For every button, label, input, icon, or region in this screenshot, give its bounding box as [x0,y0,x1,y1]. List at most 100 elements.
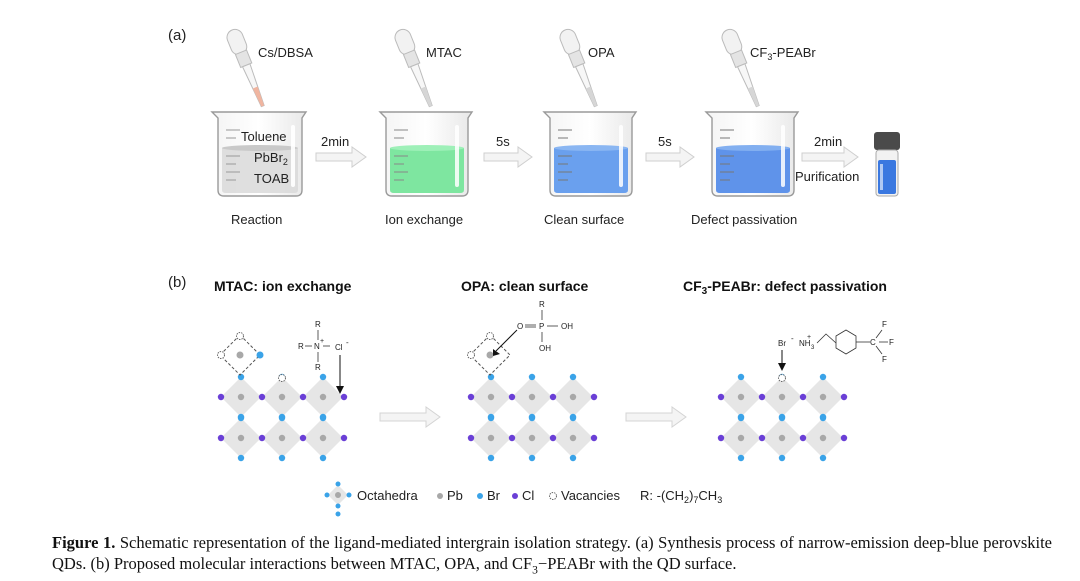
step-clean-surface: Clean surface [544,212,624,227]
pb-atom [569,434,577,442]
pb-atom [819,434,827,442]
legend-pb-dot [437,493,443,499]
svg-text:-: - [791,334,794,343]
pb-atom [528,434,536,442]
cl-atom [508,434,516,442]
beaker-1 [210,111,308,197]
pb-atom [778,393,786,401]
pb-atom [278,434,286,442]
svg-text:3: 3 [811,345,815,351]
cl-atom [467,434,475,442]
svg-text:OH: OH [561,322,573,331]
pipette-label-mtac: MTAC [426,45,462,60]
figure-canvas: (a) Cs/DBSA MTAC OPA CF3-PEABr [168,27,900,517]
pb-atom [737,393,745,401]
pipette-1 [226,28,265,108]
vacancy-peabr-top [778,374,786,382]
legend-pb-label: Pb [447,488,463,503]
pipette-label-opa: OPA [588,45,615,60]
legend-br-label: Br [487,488,501,503]
pb-atom [319,434,327,442]
br-atom [319,454,327,462]
br-atom [737,414,745,422]
cl-atom [508,393,516,401]
br-atom [737,373,745,381]
pb-atom [487,393,495,401]
step-ion-exchange: Ion exchange [385,212,463,227]
svg-text:-: - [346,338,349,347]
br-atom [528,373,536,381]
panel-a-label: (a) [168,27,186,44]
title-opa: OPA: clean surface [461,278,589,294]
br-atom [319,414,327,422]
mtac-molecule: R R R N + Cl - [298,320,349,394]
opa-molecule: R O P OH OH [493,300,573,356]
legend-cl-dot [512,493,518,499]
cl-atom [340,393,348,401]
br-atom [819,373,827,381]
arrow-b-2 [625,406,687,428]
br-atom [237,454,245,462]
pipette-label-cs-dbsa: Cs/DBSA [258,45,313,60]
br-atom [528,454,536,462]
svg-text:Br: Br [778,339,786,348]
caption-text: Schematic representation of the ligand-m… [52,533,1052,577]
caption-label: Figure 1. [52,533,116,552]
cl-atom [758,393,766,401]
panel-b-label: (b) [168,274,186,291]
cl-atom [549,393,557,401]
arrow-a-3 [645,146,695,168]
pb-atom [278,393,286,401]
vacancy-mtac-top [278,374,286,382]
arrow-label-2: 5s [496,134,510,149]
pb-atom [819,393,827,401]
br-atom [237,414,245,422]
svg-text:O: O [517,322,523,331]
br-atom [569,454,577,462]
figure-caption: Figure 1. Schematic representation of th… [52,532,1052,581]
br-atom [319,373,327,381]
legend: Octahedra Pb Br Cl Vacancies R: -(CH2)7C… [324,481,722,517]
svg-text:+: + [320,338,324,345]
legend-vacancy-icon [549,492,557,500]
svg-text:F: F [889,338,894,347]
cl-atom [549,434,557,442]
cl-atom [717,393,725,401]
svg-text:NH: NH [799,339,811,348]
cl-atom [299,393,307,401]
pb-atom [528,393,536,401]
pb-atom [237,393,245,401]
svg-text:+: + [807,334,811,341]
br-atom [569,373,577,381]
step-defect-passivation: Defect passivation [691,212,797,227]
svg-text:C: C [870,338,876,347]
svg-text:F: F [882,355,887,364]
pb-atom [778,434,786,442]
br-atom [487,414,495,422]
beaker-4 [704,111,800,197]
title-cf3-peabr: CF3-PEABr: defect passivation [683,278,887,297]
cl-atom [299,434,307,442]
lattice-mtac [217,373,348,462]
pb-atom [237,434,245,442]
beaker-3 [542,111,638,197]
detached-octahedron-opa [467,332,511,376]
pb-atom [319,393,327,401]
legend-vacancies-label: Vacancies [561,488,621,503]
cl-atom [840,393,848,401]
cl-atom [590,393,598,401]
svg-text:Cl: Cl [335,343,343,352]
pipette-4 [721,28,760,108]
legend-cl-label: Cl [522,488,534,503]
beaker-1-toab: TOAB [254,171,289,186]
cl-atom [840,434,848,442]
vial [874,132,900,197]
cl-atom [758,434,766,442]
br-atom [819,414,827,422]
cl-atom [799,434,807,442]
svg-text:N: N [314,342,320,351]
br-atom [278,454,286,462]
cl-atom [258,393,266,401]
legend-octahedra-icon [324,481,352,517]
arrow-a-2 [483,146,533,168]
